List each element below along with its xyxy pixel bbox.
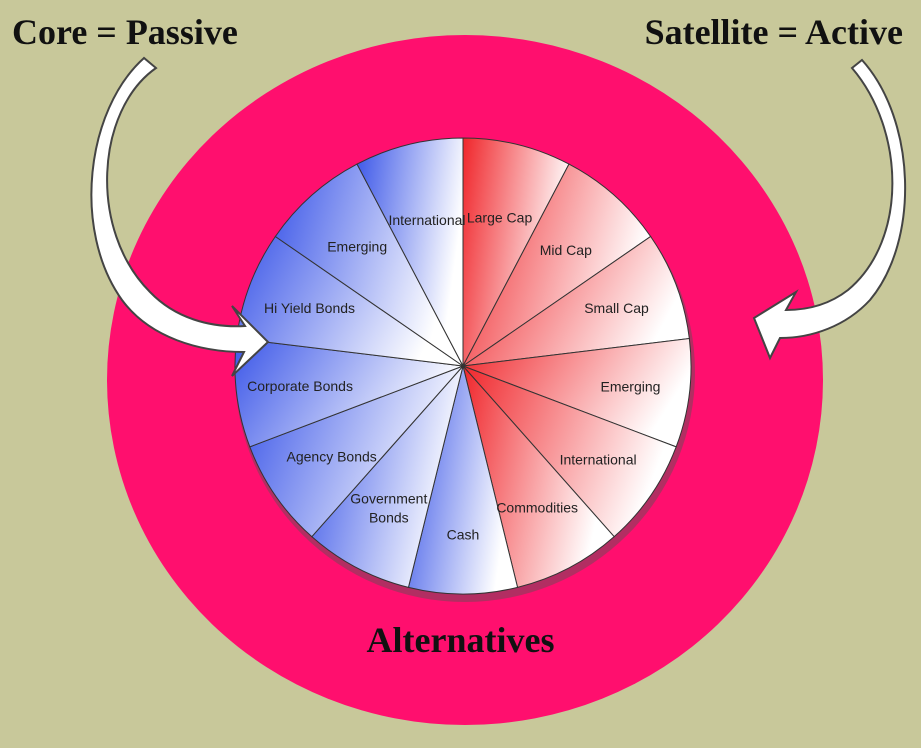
satellite-arrow-icon <box>752 58 907 361</box>
segment-label: Corporate Bonds <box>247 378 353 394</box>
pie-segment-core <box>356 137 464 367</box>
segment-label: Small Cap <box>584 300 649 316</box>
pie-segment-core <box>274 163 464 367</box>
segment-label: International <box>560 451 637 467</box>
segment-label: Mid Cap <box>540 242 592 258</box>
pie-segment-core <box>249 365 464 538</box>
segment-label: Agency Bonds <box>287 449 377 465</box>
satellite-active-label: Satellite = Active <box>644 12 903 52</box>
pie-segment-satellite <box>462 137 570 367</box>
segment-label: Emerging <box>601 378 661 394</box>
segment-label: Large Cap <box>467 210 533 226</box>
segment-label: Commodities <box>496 499 578 515</box>
segment-label: International <box>388 212 465 228</box>
alternatives-label: Alternatives <box>366 620 555 660</box>
pie-segment-core <box>311 365 464 588</box>
pie-segment-satellite <box>462 365 615 588</box>
core-passive-label: Core = Passive <box>12 12 238 52</box>
pie-segment-satellite <box>462 235 690 367</box>
segment-label: Hi Yield Bonds <box>264 300 355 316</box>
segment-label: Emerging <box>327 239 387 255</box>
pie-segment-satellite <box>462 365 677 538</box>
core-arrow-icon <box>90 56 270 377</box>
pie-segment-satellite <box>462 163 652 367</box>
pie-segment-satellite <box>462 337 692 448</box>
segment-label: Cash <box>447 527 480 543</box>
pie-segment-core <box>407 365 519 595</box>
